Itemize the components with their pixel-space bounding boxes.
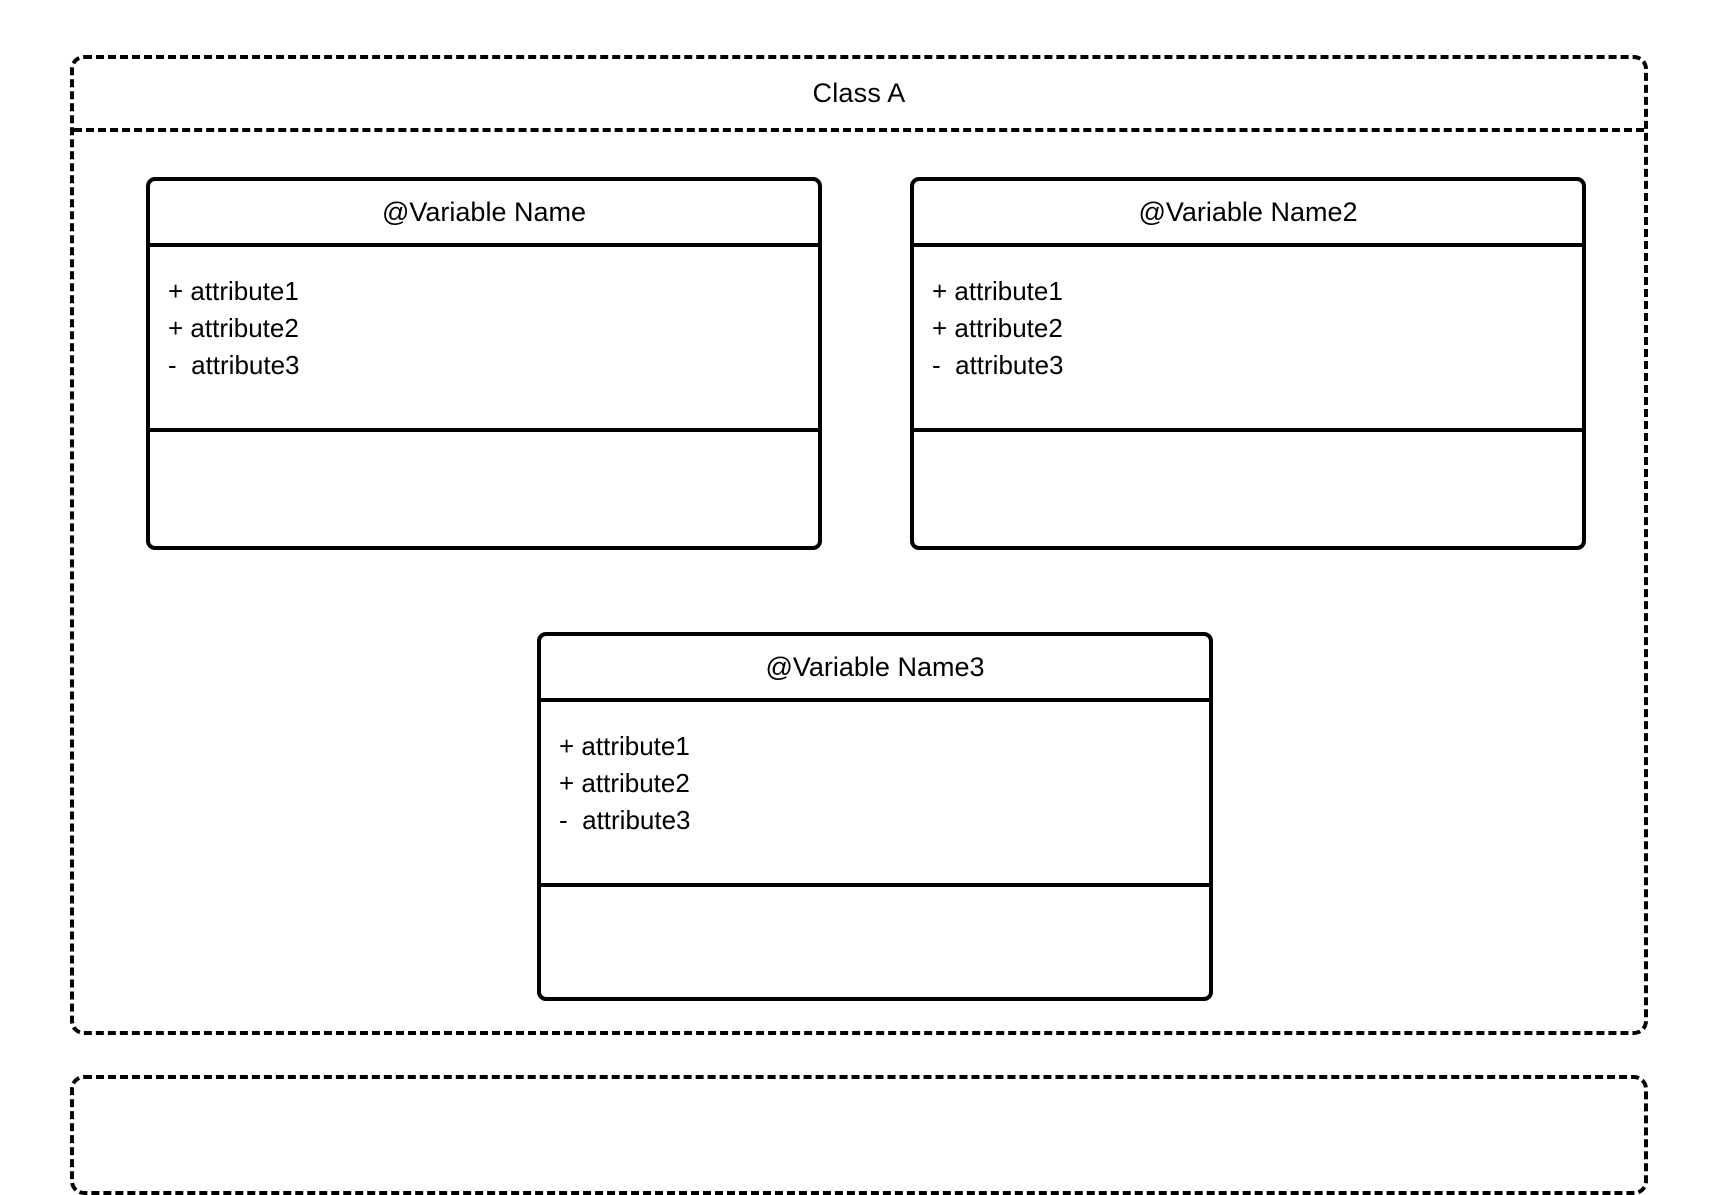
package-class-a[interactable]: Class A @Variable Name + attribute1 + at… — [70, 55, 1648, 1035]
uml-attribute: + attribute1 — [559, 731, 690, 761]
package-title: Class A — [812, 78, 906, 108]
uml-attribute: + attribute2 — [559, 768, 690, 798]
uml-attribute: + attribute1 — [168, 276, 299, 306]
uml-class-box[interactable]: @Variable Name2 + attribute1 + attribute… — [910, 177, 1586, 550]
uml-class-name: @Variable Name2 — [914, 181, 1582, 247]
uml-attributes-compartment: + attribute1 + attribute2 - attribute3 — [150, 247, 818, 432]
uml-attribute: + attribute1 — [932, 276, 1063, 306]
package-header: Class A — [74, 59, 1644, 132]
uml-class-name: @Variable Name — [150, 181, 818, 247]
uml-class-box[interactable]: @Variable Name + attribute1 + attribute2… — [146, 177, 822, 550]
uml-operations-compartment — [150, 432, 818, 546]
uml-attribute: - attribute3 — [168, 350, 300, 380]
uml-attribute: - attribute3 — [932, 350, 1064, 380]
uml-attributes-compartment: + attribute1 + attribute2 - attribute3 — [914, 247, 1582, 432]
uml-class-box[interactable]: @Variable Name3 + attribute1 + attribute… — [537, 632, 1213, 1001]
uml-class-name: @Variable Name3 — [541, 636, 1209, 702]
uml-attribute: + attribute2 — [168, 313, 299, 343]
uml-attribute: + attribute2 — [932, 313, 1063, 343]
package-next[interactable] — [70, 1075, 1648, 1195]
uml-operations-compartment — [541, 887, 1209, 997]
uml-attributes-compartment: + attribute1 + attribute2 - attribute3 — [541, 702, 1209, 887]
uml-operations-compartment — [914, 432, 1582, 546]
uml-attribute: - attribute3 — [559, 805, 691, 835]
diagram-canvas: Class A @Variable Name + attribute1 + at… — [70, 55, 1648, 1195]
